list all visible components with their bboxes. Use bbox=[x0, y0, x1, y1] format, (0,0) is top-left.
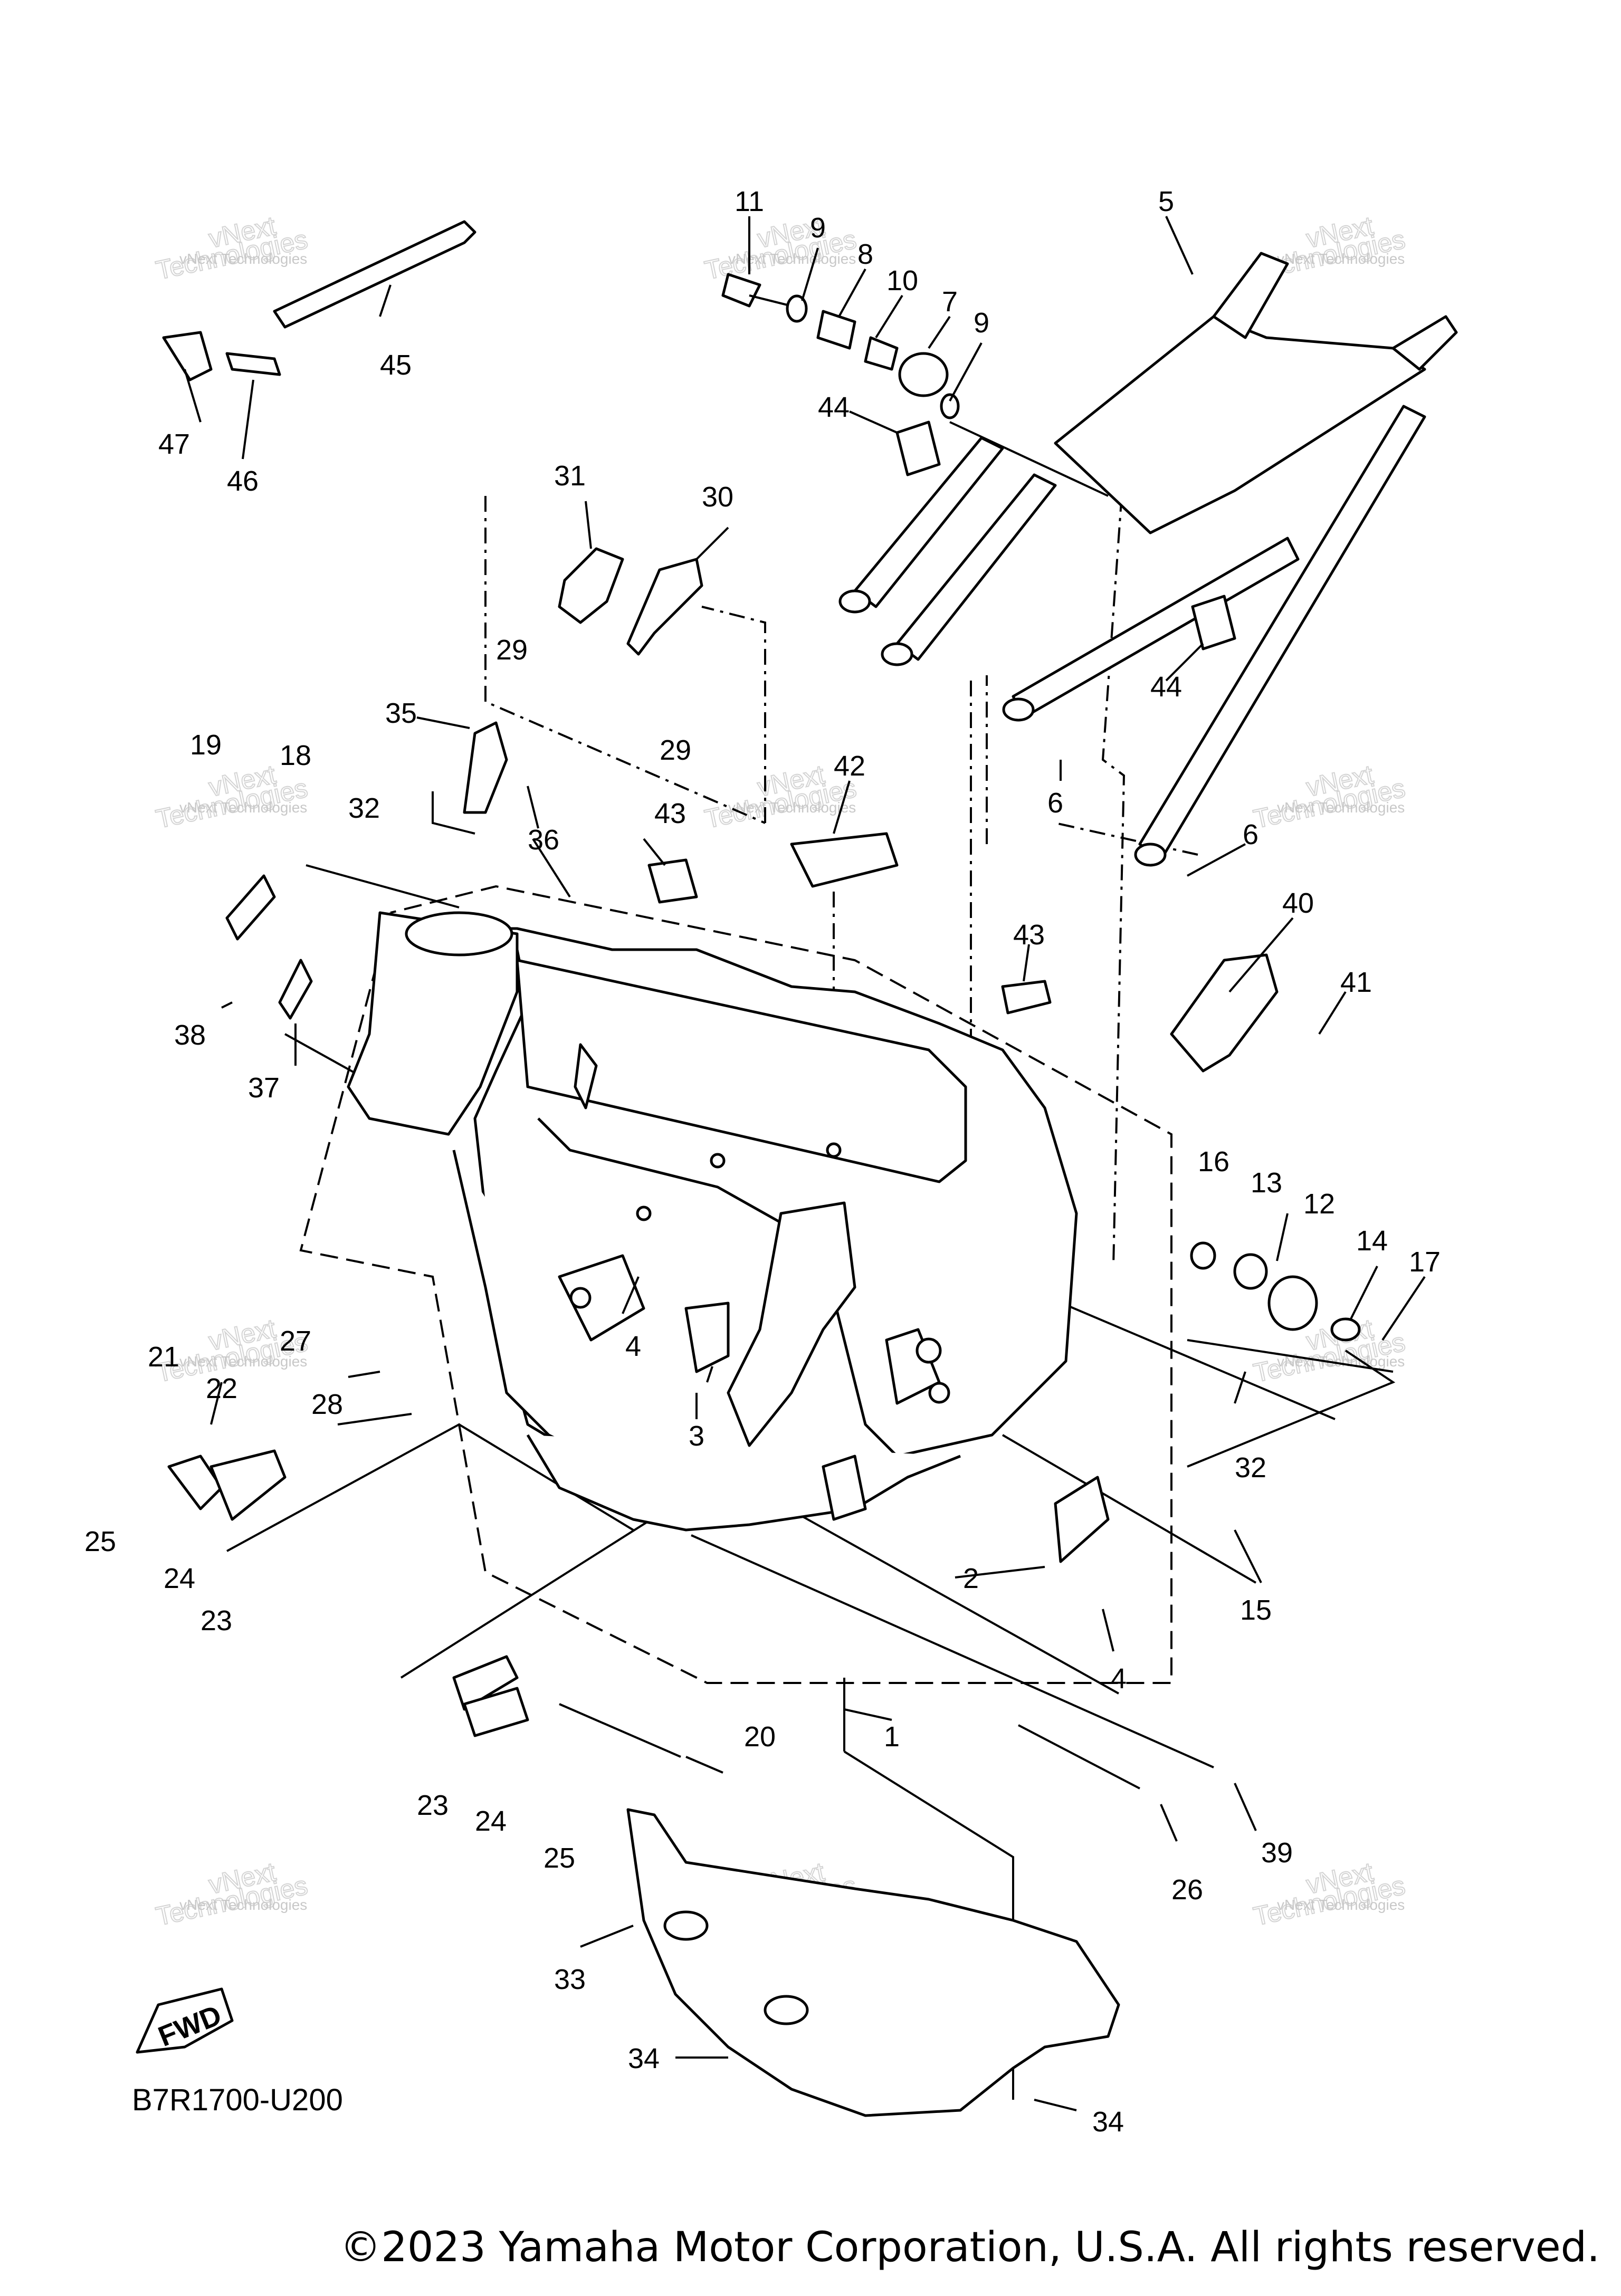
callout-40: 40 bbox=[1282, 887, 1314, 919]
svg-text:vNext Technologies: vNext Technologies bbox=[1277, 1353, 1405, 1370]
callout-39: 39 bbox=[1261, 1837, 1293, 1869]
callout-32: 32 bbox=[348, 792, 380, 824]
callout-4: 4 bbox=[1111, 1663, 1127, 1695]
callout-24: 24 bbox=[164, 1563, 195, 1594]
callout-32: 32 bbox=[1235, 1452, 1266, 1484]
callout-24: 24 bbox=[475, 1805, 507, 1837]
callout-1: 1 bbox=[884, 1721, 900, 1753]
callout-33: 33 bbox=[554, 1964, 586, 1995]
reference-code: B7R1700-U200 bbox=[132, 2083, 343, 2117]
callout-43: 43 bbox=[1013, 919, 1045, 951]
callout-16: 16 bbox=[1198, 1146, 1229, 1178]
callout-47: 47 bbox=[158, 428, 190, 460]
callout-6: 6 bbox=[1047, 787, 1063, 819]
callout-8: 8 bbox=[857, 238, 873, 270]
callout-34: 34 bbox=[628, 2043, 660, 2074]
callout-25: 25 bbox=[543, 1842, 575, 1874]
callout-36: 36 bbox=[528, 824, 559, 856]
callout-7: 7 bbox=[942, 286, 958, 318]
copyright-notice: ©2023 Yamaha Motor Corporation, U.S.A. A… bbox=[340, 2224, 1600, 2271]
callout-41: 41 bbox=[1340, 967, 1372, 998]
callout-31: 31 bbox=[554, 460, 586, 492]
callout-20: 20 bbox=[744, 1721, 776, 1753]
callout-15: 15 bbox=[1240, 1594, 1272, 1626]
callout-34: 34 bbox=[1092, 2106, 1124, 2138]
callout-46: 46 bbox=[227, 465, 259, 497]
svg-text:vNext Technologies: vNext Technologies bbox=[1277, 1897, 1405, 1913]
callout-10: 10 bbox=[886, 265, 918, 296]
callout-3: 3 bbox=[689, 1420, 704, 1452]
callout-30: 30 bbox=[702, 481, 733, 513]
callout-21: 21 bbox=[148, 1341, 179, 1373]
callout-29: 29 bbox=[660, 734, 691, 766]
callout-43: 43 bbox=[654, 798, 686, 829]
callout-37: 37 bbox=[248, 1072, 280, 1104]
callout-11: 11 bbox=[735, 186, 764, 217]
callout-28: 28 bbox=[311, 1389, 343, 1420]
callout-4: 4 bbox=[625, 1331, 641, 1362]
callout-23: 23 bbox=[417, 1790, 449, 1821]
callout-23: 23 bbox=[201, 1605, 232, 1637]
callout-13: 13 bbox=[1251, 1167, 1282, 1199]
svg-text:vNext Technologies: vNext Technologies bbox=[179, 799, 307, 816]
svg-text:vNext Technologies: vNext Technologies bbox=[728, 799, 856, 816]
callout-17: 17 bbox=[1409, 1246, 1441, 1278]
callout-44: 44 bbox=[818, 391, 850, 423]
callout-19: 19 bbox=[190, 729, 222, 761]
callout-14: 14 bbox=[1356, 1225, 1388, 1257]
skid-plate bbox=[626, 1808, 1120, 2117]
callout-35: 35 bbox=[385, 697, 417, 729]
svg-text:vNext Technologies: vNext Technologies bbox=[179, 1353, 307, 1370]
callout-9: 9 bbox=[810, 212, 826, 244]
callout-44: 44 bbox=[1150, 671, 1182, 703]
small-parts bbox=[136, 220, 1361, 2054]
main-frame bbox=[347, 911, 1078, 1532]
callout-18: 18 bbox=[280, 740, 311, 771]
callout-26: 26 bbox=[1171, 1874, 1203, 1906]
callout-labels: 1234456678991011121314151617181920212223… bbox=[84, 186, 1441, 2138]
callout-2: 2 bbox=[963, 1563, 979, 1594]
callout-5: 5 bbox=[1158, 186, 1174, 217]
callout-27: 27 bbox=[280, 1325, 311, 1357]
callout-12: 12 bbox=[1303, 1188, 1335, 1220]
svg-text:vNext Technologies: vNext Technologies bbox=[179, 1897, 307, 1913]
callout-9: 9 bbox=[974, 307, 989, 339]
callout-22: 22 bbox=[206, 1373, 237, 1404]
svg-text:vNext Technologies: vNext Technologies bbox=[1277, 799, 1405, 816]
svg-text:vNext Technologies: vNext Technologies bbox=[728, 251, 856, 267]
callout-25: 25 bbox=[84, 1526, 116, 1557]
callout-29: 29 bbox=[496, 634, 528, 666]
callout-45: 45 bbox=[380, 349, 412, 381]
callout-38: 38 bbox=[174, 1019, 206, 1051]
callout-leaders bbox=[184, 216, 1426, 2111]
callout-6: 6 bbox=[1243, 819, 1258, 850]
rear-subframe bbox=[838, 252, 1458, 867]
assembly-guide-lines bbox=[226, 421, 1396, 2100]
callout-42: 42 bbox=[834, 750, 865, 782]
svg-text:vNext Technologies: vNext Technologies bbox=[179, 251, 307, 267]
svg-text:vNext Technologies: vNext Technologies bbox=[1277, 251, 1405, 267]
